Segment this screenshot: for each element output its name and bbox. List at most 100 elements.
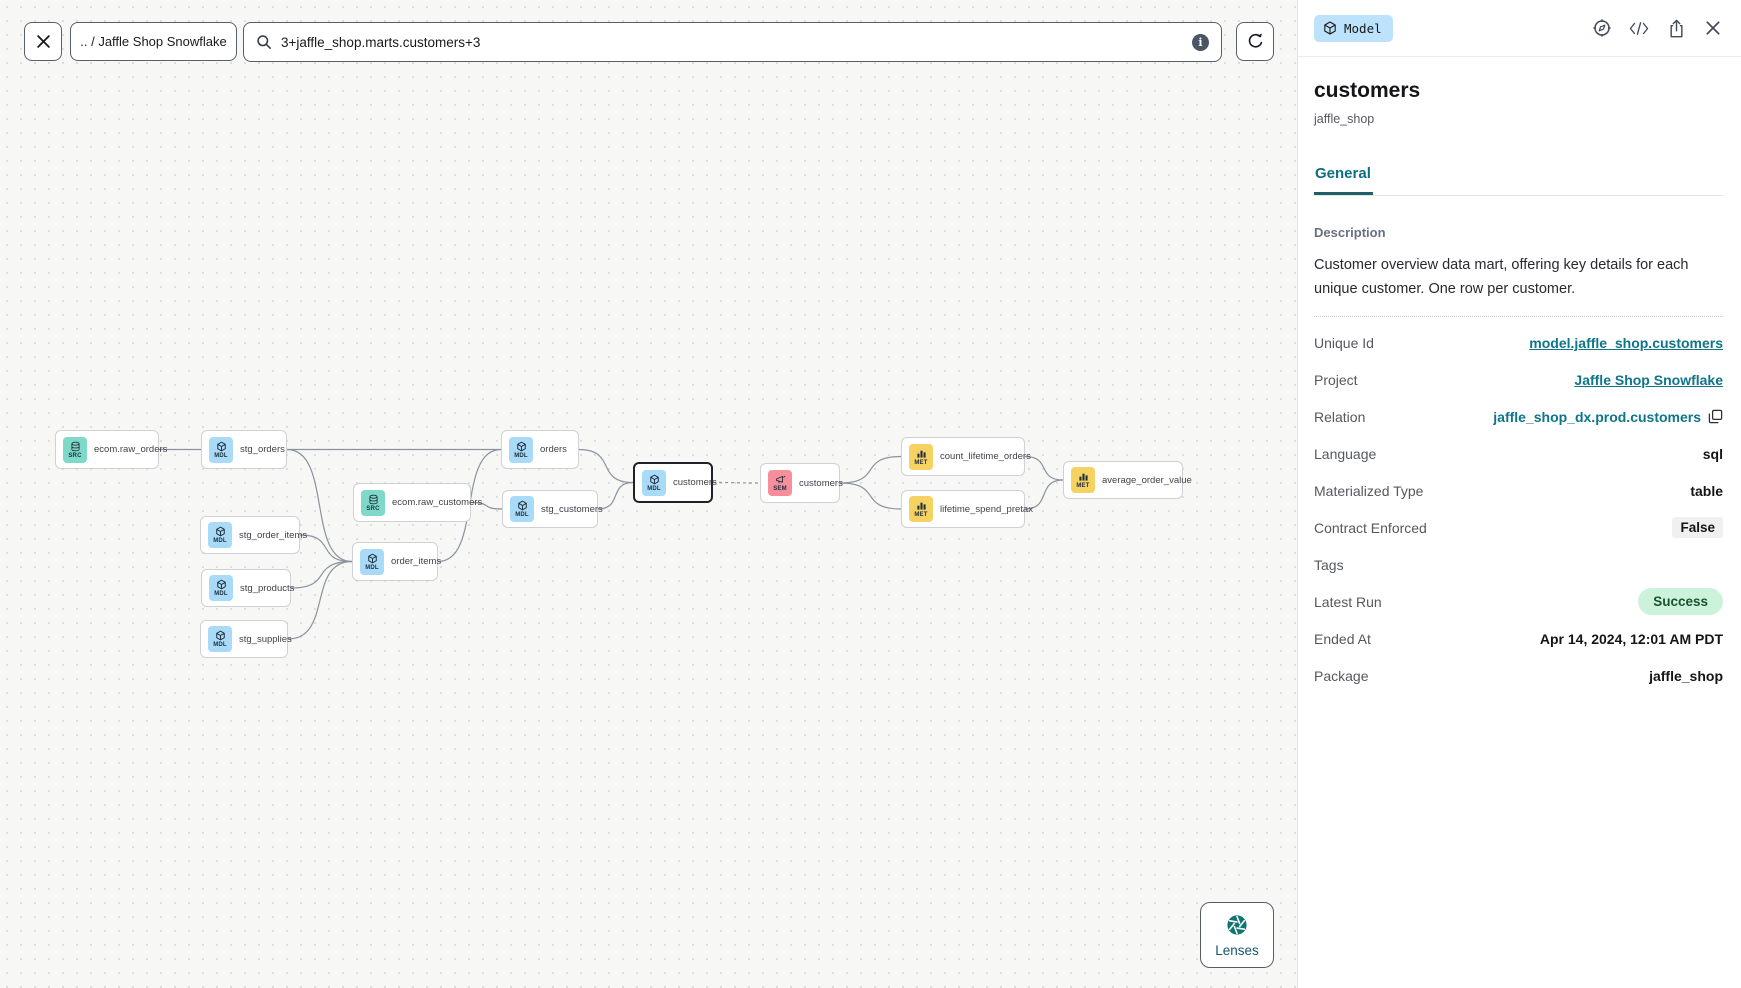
compass-icon bbox=[1593, 19, 1611, 37]
node-label: lifetime_spend_pretax bbox=[940, 503, 1033, 515]
graph-edge-stg_orders-to-order_items bbox=[286, 448, 353, 563]
search-box: i bbox=[243, 22, 1222, 62]
model-cube-icon: MDL bbox=[209, 575, 233, 601]
field-label: Package bbox=[1314, 667, 1369, 684]
graph-edge-stg_customers-to-customers_model bbox=[597, 481, 634, 510]
close-panel-button[interactable] bbox=[1703, 18, 1723, 38]
contract-enforced-badge: False bbox=[1672, 517, 1723, 539]
node-label: ecom.raw_customers bbox=[392, 497, 483, 508]
field-value-language: sql bbox=[1702, 445, 1723, 462]
copy-relation-button[interactable] bbox=[1708, 409, 1723, 424]
graph-edge-customers_model-to-customers_sem bbox=[712, 481, 761, 484]
field-row-ended-at: Ended At Apr 14, 2024, 12:01 AM PDT bbox=[1314, 620, 1723, 657]
project-link[interactable]: Jaffle Shop Snowflake bbox=[1574, 371, 1723, 388]
graph-edge-stg_order_items-to-order_items bbox=[299, 534, 353, 563]
node-label: count_lifetime_orders bbox=[940, 451, 1031, 462]
graph-node-ecom_raw_customers[interactable]: SRC ecom.raw_customers bbox=[353, 483, 482, 522]
lineage-search-input[interactable] bbox=[281, 34, 1183, 50]
model-cube-icon: MDL bbox=[209, 436, 233, 463]
source-database-icon: SRC bbox=[361, 489, 385, 516]
lenses-label: Lenses bbox=[1215, 943, 1259, 958]
details-panel: Model bbox=[1297, 0, 1741, 988]
description-label: Description bbox=[1314, 225, 1386, 240]
latest-run-badge: Success bbox=[1638, 588, 1723, 616]
search-info-icon[interactable]: i bbox=[1192, 33, 1209, 51]
graph-edge-orders-to-customers_model bbox=[578, 448, 634, 484]
field-row-contract-enforced: Contract Enforced False bbox=[1314, 509, 1723, 546]
resource-type-label: Model bbox=[1344, 20, 1382, 36]
field-label: Language bbox=[1314, 445, 1377, 462]
graph-node-stg_products[interactable]: MDL stg_products bbox=[201, 569, 295, 607]
page-title: customers bbox=[1314, 79, 1421, 102]
model-cube-icon: MDL bbox=[208, 626, 232, 652]
graph-node-lifetime_spend_pretax[interactable]: MET lifetime_spend_pretax bbox=[901, 490, 1033, 528]
graph-edge-customers_sem-to-count_lifetime_orders bbox=[839, 455, 902, 484]
field-label: Ended At bbox=[1314, 630, 1371, 647]
field-label: Contract Enforced bbox=[1314, 519, 1427, 536]
breadcrumb-label: .. / Jaffle Shop Snowflake bbox=[80, 34, 227, 49]
lenses-button[interactable]: Lenses bbox=[1200, 902, 1274, 968]
node-label: stg_orders bbox=[240, 444, 285, 455]
node-label: stg_supplies bbox=[239, 633, 292, 645]
search-icon bbox=[257, 35, 271, 49]
graph-node-customers_model[interactable]: MDL customers bbox=[633, 462, 717, 503]
package-subtitle: jaffle_shop bbox=[1314, 112, 1375, 126]
metric-bar-chart-icon: MET bbox=[1071, 467, 1095, 493]
metric-bar-chart-icon: MET bbox=[909, 443, 933, 470]
refresh-icon bbox=[1248, 33, 1262, 48]
graph-node-stg_supplies[interactable]: MDL stg_supplies bbox=[200, 620, 292, 658]
view-code-button[interactable] bbox=[1629, 18, 1649, 38]
close-lineage-button[interactable] bbox=[24, 22, 62, 61]
source-database-icon: SRC bbox=[63, 436, 87, 463]
graph-node-orders[interactable]: MDL orders bbox=[501, 430, 579, 469]
node-label: orders bbox=[540, 444, 567, 455]
graph-edge-lifetime_spend_pretax-to-average_order_value bbox=[1024, 479, 1064, 510]
model-cube-icon: MDL bbox=[509, 436, 533, 463]
graph-node-order_items[interactable]: MDL order_items bbox=[352, 542, 442, 581]
field-label: Tags bbox=[1314, 556, 1344, 573]
metric-bar-chart-icon: MET bbox=[909, 496, 933, 522]
field-label: Unique Id bbox=[1314, 334, 1374, 351]
graph-edge-stg_products-to-order_items bbox=[290, 560, 353, 589]
resource-type-badge: Model bbox=[1314, 14, 1393, 42]
node-label: customers bbox=[673, 477, 717, 488]
field-row-package: Package jaffle_shop bbox=[1314, 657, 1723, 694]
graph-edge-ecom_raw_customers-to-stg_customers bbox=[470, 501, 503, 510]
graph-node-count_lifetime_orders[interactable]: MET count_lifetime_orders bbox=[901, 437, 1031, 476]
semantic-megaphone-icon: SEM bbox=[768, 470, 792, 496]
model-cube-icon bbox=[1324, 21, 1336, 35]
share-button[interactable] bbox=[1666, 18, 1686, 38]
graph-edge-customers_sem-to-lifetime_spend_pretax bbox=[839, 482, 902, 510]
view-in-lineage-button[interactable] bbox=[1592, 18, 1612, 38]
node-label: stg_customers bbox=[541, 503, 603, 515]
refresh-lineage-button[interactable] bbox=[1236, 22, 1274, 61]
node-label: stg_products bbox=[240, 582, 295, 594]
field-row-project: Project Jaffle Shop Snowflake bbox=[1314, 361, 1723, 398]
field-value-package: jaffle_shop bbox=[1649, 667, 1723, 684]
tab-general[interactable]: General bbox=[1314, 159, 1373, 195]
model-cube-icon: MDL bbox=[360, 548, 384, 575]
field-row-latest-run: Latest Run Success bbox=[1314, 583, 1723, 620]
node-label: order_items bbox=[391, 556, 442, 567]
model-cube-icon: MDL bbox=[642, 469, 666, 496]
graph-node-stg_orders[interactable]: MDL stg_orders bbox=[201, 430, 287, 469]
field-row-tags: Tags bbox=[1314, 546, 1723, 583]
unique-id-link[interactable]: model.jaffle_shop.customers bbox=[1529, 334, 1723, 351]
field-label: Relation bbox=[1314, 408, 1366, 425]
close-icon bbox=[36, 35, 50, 48]
field-value-ended-at: Apr 14, 2024, 12:01 AM PDT bbox=[1539, 630, 1723, 647]
tab-bar: General bbox=[1314, 159, 1723, 196]
breadcrumb[interactable]: .. / Jaffle Shop Snowflake bbox=[70, 22, 237, 61]
field-label: Latest Run bbox=[1314, 593, 1382, 610]
graph-edge-stg_supplies-to-order_items bbox=[287, 560, 353, 640]
field-label: Project bbox=[1314, 371, 1358, 388]
